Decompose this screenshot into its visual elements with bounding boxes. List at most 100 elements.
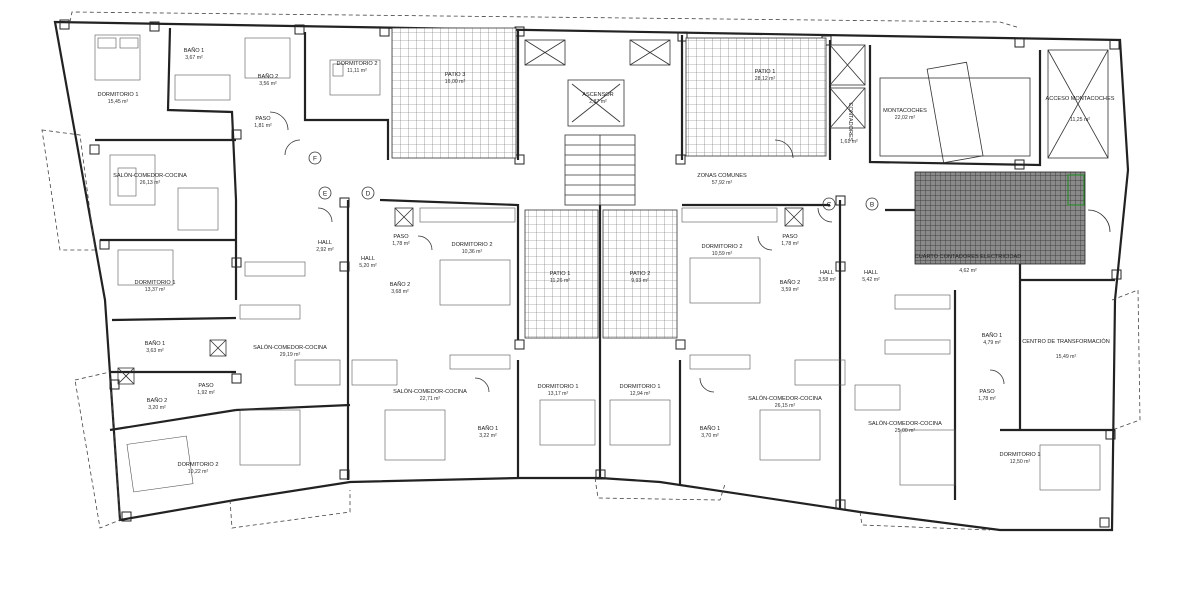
unit-marker-d: D (366, 191, 371, 198)
elevator-box (567, 79, 625, 127)
room-area-hall-e: 2,92 m² (316, 247, 334, 253)
room-area-salon-b: 25,00 m² (895, 428, 916, 434)
room-name-cuarto-contadores: CUARTO CONTADORES ELECTRICIDAD (915, 254, 1022, 260)
room-area-paso-c: 1,78 m² (781, 241, 799, 247)
room-area-hall-b: 5,42 m² (862, 277, 880, 283)
room-name-paso-d: PASO (393, 234, 409, 240)
room-area-dormitorio1-d: 13,17 m² (548, 391, 569, 397)
room-area-salon-a: 26,13 m² (140, 180, 161, 186)
room-name-patio1-mid: PATIO 1 (550, 271, 571, 277)
patios (391, 27, 1086, 339)
room-area-dormitorio2-c: 10,59 m² (712, 251, 733, 257)
room-name-dormitorio1-a: DORMITORIO 1 (98, 92, 139, 98)
room-area-patio1-mid: 11,26 m² (550, 278, 570, 284)
room-area-contadores-visible: 1,61 m² (840, 139, 858, 145)
electrical-room-grid (914, 171, 1086, 265)
room-name-bano1-c: BAÑO 1 (700, 425, 721, 432)
patio1-top-tiles (685, 37, 827, 157)
room-area-patio2-mid: 9,93 m² (631, 278, 649, 284)
room-area-montacoches: 22,02 m² (895, 115, 916, 121)
room-name-salon-e: SALÓN-COMEDOR-COCINA (253, 344, 327, 351)
room-area-dormitorio2-a: 11,11 m² (347, 68, 367, 74)
room-area-bano1-c: 3,70 m² (701, 433, 719, 439)
room-name-salon-c: SALÓN-COMEDOR-COCINA (748, 395, 822, 402)
room-name-dormitorio2-e: DORMITORIO 2 (178, 462, 219, 468)
patio3-tiles (391, 27, 517, 159)
shafts (117, 39, 1109, 385)
unit-marker-f: F (313, 156, 317, 163)
room-name-acceso-montacoches: ACCESO MONTACOCHES (1046, 96, 1115, 102)
room-area-zonas-comunes: 57,92 m² (712, 180, 733, 186)
room-name-dormitorio1-c: DORMITORIO 1 (620, 384, 661, 390)
room-area-paso-a: 1,81 m² (254, 123, 272, 129)
doors (269, 111, 1111, 393)
core (117, 39, 1109, 385)
unit-marker-b: B (870, 202, 874, 209)
room-area-centro-transformacion: 15,49 m² (1056, 354, 1077, 360)
unit-marker-c: C (827, 202, 832, 209)
room-name-centro-transformacion: CENTRO DE TRANSFORMACIÓN (1022, 338, 1110, 345)
room-area-dormitorio2-e: 10,22 m² (188, 469, 209, 475)
room-name-paso-e: PASO (198, 383, 214, 389)
room-name-bano2-a: BAÑO 2 (258, 73, 279, 80)
room-area-dormitorio1-c: 12,94 m² (630, 391, 651, 397)
room-labels: DORMITORIO 1 15,45 m² BAÑO 1 3,67 m² BAÑ… (98, 47, 1115, 475)
room-area-dormitorio2-d: 10,36 m² (462, 249, 483, 255)
room-area-dormitorio1-e: 13,37 m² (145, 287, 166, 293)
room-name-bano1-a: BAÑO 1 (184, 47, 205, 54)
room-area-salon-d: 22,71 m² (420, 396, 441, 402)
patio2-mid-tiles (602, 209, 678, 339)
room-area-patio1-top: 28,12 m² (755, 76, 776, 82)
room-area-patio3: 16,00 m² (445, 79, 466, 85)
room-name-patio3: PATIO 3 (445, 72, 466, 78)
structural-columns (59, 19, 1122, 528)
room-area-bano2-a: 3,56 m² (259, 81, 277, 87)
room-name-paso-a: PASO (255, 116, 271, 122)
room-name-hall-e: HALL (318, 240, 332, 246)
room-name-bano1-b: BAÑO 1 (982, 332, 1003, 339)
room-name-hall-d: HALL (361, 256, 375, 262)
room-name-salon-b: SALÓN-COMEDOR-COCINA (868, 420, 942, 427)
room-area-paso-b: 1,78 m² (978, 396, 996, 402)
room-area-salon-c: 26,15 m² (775, 403, 796, 409)
room-name-hall-b: HALL (864, 270, 878, 276)
unit-marker-e: E (323, 191, 328, 198)
room-area-hall-c: 3,58 m² (818, 277, 836, 283)
room-name-dormitorio1-e: DORMITORIO 1 (135, 280, 176, 286)
room-area-bano1-b: 4,79 m² (983, 340, 1001, 346)
room-name-zonas-comunes: ZONAS COMUNES (697, 173, 747, 179)
room-name-salon-d: SALÓN-COMEDOR-COCINA (393, 388, 467, 395)
room-name-dormitorio2-d: DORMITORIO 2 (452, 242, 493, 248)
room-area-bano1-a: 3,67 m² (185, 55, 203, 61)
room-area-paso-d: 1,78 m² (392, 241, 410, 247)
room-name-ascensor: ASCENSOR (582, 92, 613, 98)
room-name-hall-c: HALL (820, 270, 834, 276)
room-area-hall-d: 5,20 m² (359, 263, 377, 269)
room-name-dormitorio1-d: DORMITORIO 1 (538, 384, 579, 390)
room-name-paso-b: PASO (979, 389, 995, 395)
room-area-bano1-d: 3,22 m² (479, 433, 497, 439)
room-name-salon-a: SALÓN-COMEDOR-COCINA (113, 172, 187, 179)
room-name-dormitorio1-b: DORMITORIO 1 (1000, 452, 1041, 458)
room-name-dormitorio2-c: DORMITORIO 2 (702, 244, 743, 250)
room-area-paso-e: 1,92 m² (197, 390, 215, 396)
room-area-bano2-c: 3,59 m² (781, 287, 799, 293)
room-name-bano1-d: BAÑO 1 (478, 425, 499, 432)
room-name-patio2-mid: PATIO 2 (630, 271, 651, 277)
room-area-dormitorio1-b: 12,50 m² (1010, 459, 1031, 465)
room-area-ascensor: 2,87 m² (589, 99, 607, 105)
room-name-bano1-e: BAÑO 1 (145, 340, 166, 347)
room-name-paso-c: PASO (782, 234, 798, 240)
room-area-bano2-d: 3,68 m² (391, 289, 409, 295)
room-name-dormitorio2-a: DORMITORIO 2 (337, 61, 378, 67)
building-walls (41, 11, 1141, 532)
room-area-salon-e: 29,19 m² (280, 352, 301, 358)
room-name-bano2-e: BAÑO 2 (147, 397, 168, 404)
room-area-dormitorio1-a: 15,45 m² (108, 99, 129, 105)
unit-markers: F E D C B (308, 151, 879, 211)
room-name-contadores: CONTADORES (847, 102, 853, 141)
green-equipment (1067, 174, 1085, 206)
room-name-montacoches: MONTACOCHES (883, 108, 927, 114)
room-name-bano2-d: BAÑO 2 (390, 281, 411, 288)
